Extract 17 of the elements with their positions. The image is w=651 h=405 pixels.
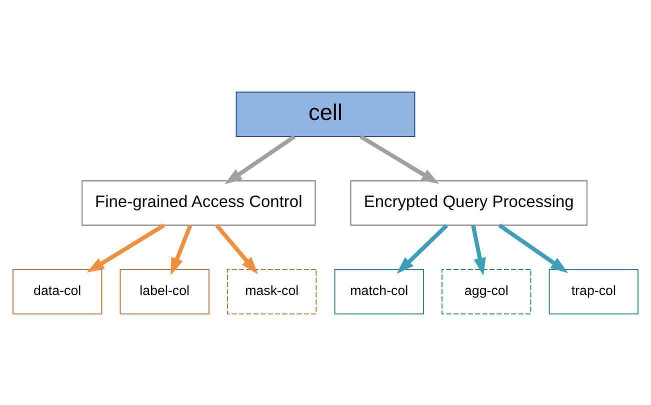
- node-box: cell: [236, 91, 416, 136]
- arrow: [215, 224, 258, 274]
- arrow: [360, 134, 439, 184]
- node-box: match-col: [334, 268, 424, 314]
- node-box: Encrypted Query Processing: [350, 180, 588, 226]
- node-box: agg-col: [442, 268, 532, 314]
- arrow: [170, 224, 192, 275]
- node-box: mask-col: [227, 268, 317, 314]
- node-box: data-col: [12, 268, 102, 314]
- node-box: trap-col: [548, 268, 639, 314]
- node-box: label-col: [120, 268, 210, 314]
- arrow: [471, 224, 486, 276]
- arrow: [224, 134, 296, 184]
- arrow: [396, 223, 448, 274]
- node-box: Fine-grained Access Control: [82, 180, 316, 226]
- arrow: [498, 223, 568, 272]
- arrow: [86, 222, 166, 272]
